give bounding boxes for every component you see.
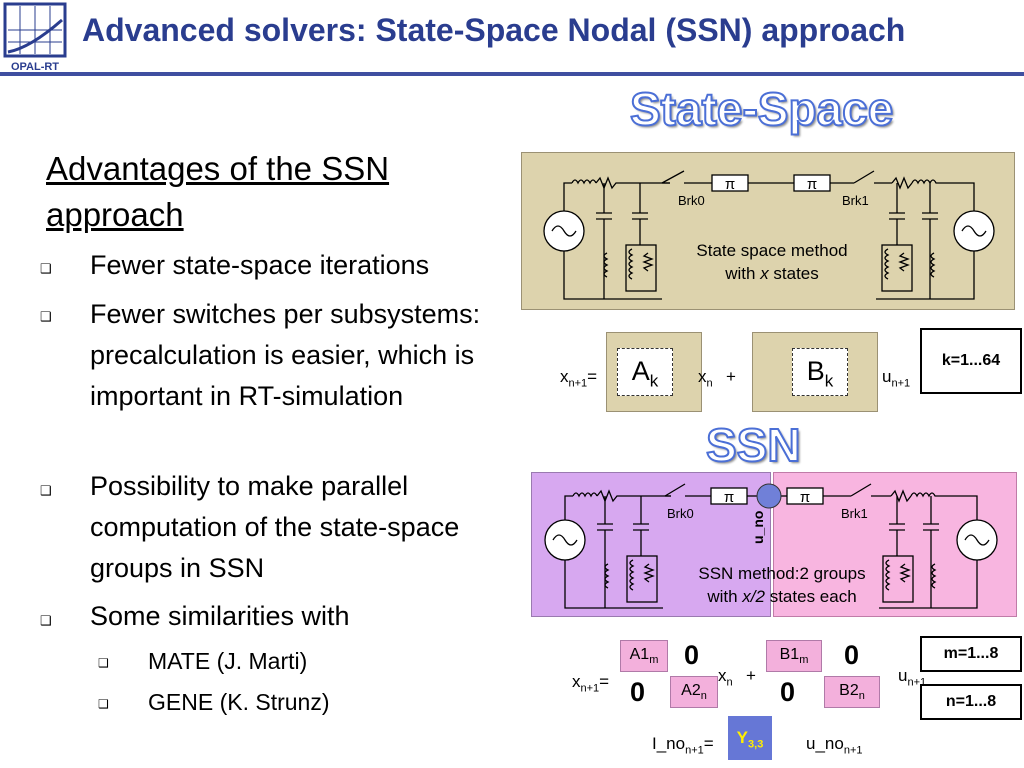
state-space-circuit-diagram: π π Brk0 Brk1 (543, 170, 995, 300)
title-divider (0, 72, 1024, 76)
pi-block-label: π (724, 489, 734, 506)
state-space-label: State-Space (629, 82, 894, 136)
breaker-label-brk0: Brk0 (678, 193, 705, 208)
breaker-label-brk1: Brk1 (842, 193, 869, 208)
admittance-matrix-y33: Y3,3 (728, 716, 772, 760)
ssn-caption: SSN method:2 groups with x/2 states each (698, 564, 866, 606)
eq1-plus: + (726, 367, 736, 386)
eq3-lhs: I_non+1= (652, 734, 714, 757)
bullet-item: Some similarities with (90, 601, 350, 631)
ssn-circuit-diagram: π π Brk0 Brk1 u_no (544, 483, 998, 609)
matrix-b-k: Bk (792, 348, 848, 396)
state-space-circuit-panel: π π Brk0 Brk1 State space method with x … (521, 152, 1015, 310)
pi-block-label: π (807, 176, 817, 193)
bullet-item: Fewer state-space iterations (90, 250, 430, 280)
bullet-item: Possibility to make parallel computation… (90, 471, 460, 583)
sub-bullet-item: GENE (K. Strunz) (148, 689, 330, 715)
breaker-label-brk0: Brk0 (667, 506, 694, 521)
bullet-icon: ❑ (40, 613, 52, 628)
bullet-icon: ❑ (40, 483, 52, 498)
k-range-box: k=1...64 (920, 328, 1022, 394)
ssn-label: SSN (705, 418, 802, 472)
logo-text: OPAL-RT (11, 61, 59, 73)
state-space-caption: State space method with x states (696, 241, 848, 283)
sub-bullet-icon: ❑ (98, 656, 109, 670)
bullet-item: Fewer switches per subsystems: precalcul… (90, 299, 481, 411)
page-title: Advanced solvers: State-Space Nodal (SSN… (82, 12, 906, 48)
eq1-lhs: xn+1= (560, 367, 598, 390)
ssn-node-icon (756, 483, 782, 509)
node-voltage-label: u_no (750, 511, 766, 544)
matrix-a-k: Ak (617, 348, 673, 396)
matrix-a-zero: 0 (684, 640, 700, 670)
eq2-plus: + (746, 666, 756, 685)
n-range-box: n=1...8 (920, 684, 1022, 720)
matrix-a1-cell: A1m (620, 640, 668, 672)
matrix-b1-cell: B1m (766, 640, 822, 672)
m-range-box: m=1...8 (920, 636, 1022, 672)
eq2-x-term: xn (718, 666, 733, 689)
eq1-u-term: un+1 (882, 367, 911, 390)
matrix-a-zero: 0 (630, 677, 646, 707)
matrix-b-zero: 0 (844, 640, 860, 670)
matrix-a2-cell: A2n (670, 676, 718, 708)
matrix-b-zero: 0 (780, 677, 796, 707)
sub-bullet-icon: ❑ (98, 697, 109, 711)
bullet-icon: ❑ (40, 261, 52, 276)
eq3-rhs: u_non+1 (806, 734, 863, 757)
matrix-b2-cell: B2n (824, 676, 880, 708)
opal-rt-logo: OPAL-RT (3, 2, 67, 73)
eq1-x-term: xn (698, 367, 713, 390)
eq2-lhs: xn+1= (572, 672, 610, 695)
pi-block-label: π (800, 489, 810, 506)
bullet-icon: ❑ (40, 309, 52, 324)
pi-block-label: π (725, 176, 735, 193)
sub-bullet-item: MATE (J. Marti) (148, 648, 308, 674)
breaker-label-brk1: Brk1 (841, 506, 868, 521)
section-heading: Advantages of the SSN approach (46, 150, 390, 233)
